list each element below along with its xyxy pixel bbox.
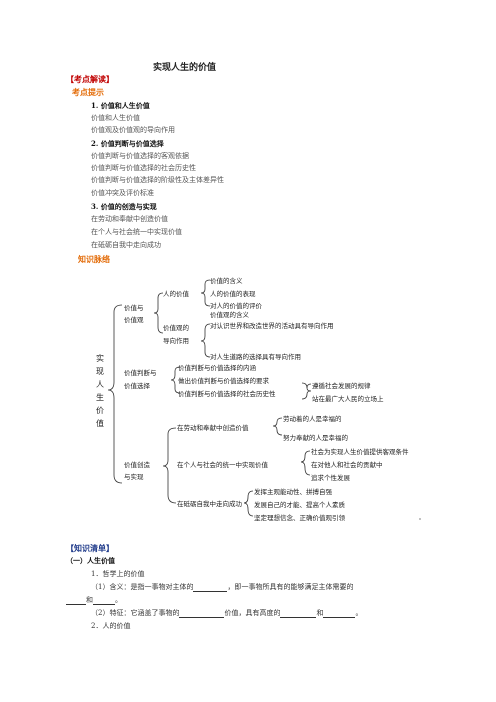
answer-blank[interactable] <box>179 609 225 618</box>
question-text: 价值，具有高度的 <box>224 609 281 617</box>
kaodian-tishi-heading: 考点提示 <box>72 87 104 97</box>
leaf-panduan-2: 做出价值判断与价值选择的要求 <box>178 377 269 385</box>
branch3-label: 价值创造 <box>124 461 150 469</box>
leaf-laodong-xingfu: 劳动着的人是幸福的 <box>283 415 342 423</box>
question-text: 和 <box>86 596 93 604</box>
leaf-jiazhi-hanyi: 价值的含义 <box>210 277 243 285</box>
subsection-rensheng-jiazhi: （一）人生价值 <box>66 556 115 565</box>
list-item-zhexue-jiazhi: 1．哲学上的价值 <box>91 570 145 578</box>
question-line: （2）特征：它涵盖了事物的 价值，具有高度的 和 。 <box>91 608 362 618</box>
answer-blank[interactable] <box>323 609 356 618</box>
leaf-lixiang: 坚定理想信念、正确价值观引领 <box>254 514 345 522</box>
leaf-daoxiang-1: 对认识世界和改造世界的活动具有导向作用 <box>210 322 334 330</box>
leaf-panduan-3: 价值判断与价值选择的社会历史性 <box>178 390 276 398</box>
point1-heading: 1. 价值和人生价值 <box>91 101 150 110</box>
question-text: 和 <box>316 609 324 617</box>
leaf-fengxian-xingfu: 努力奉献的人是幸福的 <box>283 434 348 442</box>
node-laodong-fengxian: 在劳动和奉献中创造价值 <box>177 424 249 432</box>
answer-blank[interactable] <box>280 609 317 618</box>
leaf-pingjia: 对人的价值的评价 <box>210 302 262 310</box>
leaf-zhiguan: 发挥主观能动性、拼搏自强 <box>254 488 332 496</box>
leaf-jiazhiguan-hanyi: 价值观的含义 <box>210 311 249 319</box>
node-rensheng-jiazhi: 人的价值 <box>163 290 189 298</box>
point3-item: 在个人与社会统一中实现价值 <box>91 228 182 236</box>
zhishi-mailuo-heading: 知识脉络 <box>78 254 110 264</box>
leaf-keguan-tiaojian: 社会为实现人生价值提供客观条件 <box>311 448 409 456</box>
node-geren-shehui: 在个人与社会的统一中实现价值 <box>177 461 268 469</box>
branch1-label: 价值与 <box>124 304 144 312</box>
question-text: （1）含义：是指一事物对主体的 <box>91 583 194 591</box>
node-daoxiang: 导向作用 <box>163 337 189 345</box>
section-zhishi-qingdan: 【知识清单】 <box>66 543 114 553</box>
answer-blank[interactable] <box>66 596 86 605</box>
page-title: 实现人生的价值 <box>153 63 217 73</box>
answer-blank[interactable] <box>193 583 228 592</box>
question-text: ，即一事物所具有的能够满足主体需要的 <box>227 583 354 591</box>
leaf-biaoxian: 人的价值的表现 <box>210 290 256 298</box>
point2-item: 价值冲突及评价标准 <box>91 189 154 197</box>
point2-item: 价值判断与价值选择的社会历史性 <box>91 164 196 172</box>
leaf-lichang: 站在最广大人民的立场上 <box>312 395 384 403</box>
question-text: 。 <box>115 596 122 604</box>
point3-heading: 3. 价值的创造与实现 <box>91 202 157 211</box>
point3-item: 在劳动和奉献中创造价值 <box>91 215 168 223</box>
section-kaodian-jiedu: 【考点解读】 <box>66 74 114 84</box>
branch2-label: 价值判断与 <box>124 369 157 377</box>
node-daoxiang: 价值观的 <box>163 324 189 332</box>
branch3-label: 与实现 <box>124 473 144 481</box>
leaf-zunxun: 遵循社会发展的规律 <box>312 382 371 390</box>
point2-item: 价值判断与价值选择的阶级性及主体差异性 <box>91 176 224 184</box>
list-item-ren-jiazhi: 2．人的价值 <box>91 622 131 630</box>
node-dili-ziwo: 在砥砺自我中走向成功 <box>177 500 242 508</box>
mindmap-root: 实现人生价值 <box>96 354 104 428</box>
question-text: 。 <box>355 609 363 617</box>
leaf-daoxiang-2: 对人生道路的选择具有导向作用 <box>210 353 301 361</box>
leaf-gexing: 追求个性发展 <box>311 474 350 482</box>
point2-item: 价值判断与价值选择的客观依据 <box>91 152 189 160</box>
point1-item: 价值观及价值观的导向作用 <box>91 126 175 134</box>
question-line: （1）含义：是指一事物对主体的 ，即一事物所具有的能够满足主体需要的 <box>91 582 353 592</box>
branch2-label: 价值选择 <box>124 382 150 390</box>
answer-blank[interactable] <box>93 596 115 605</box>
point3-item: 在砥砺自我中走向成功 <box>91 241 161 249</box>
leaf-panduan-1: 价值判断与价值选择的内涵 <box>178 364 256 372</box>
point1-item: 价值和人生价值 <box>91 114 140 122</box>
branch1-label: 价值观 <box>124 316 144 324</box>
leaf-gongxian: 在对他人和社会的贡献中 <box>311 461 383 469</box>
question-line: 和。 <box>66 595 122 605</box>
point2-heading: 2. 价值判断与价值选择 <box>91 139 164 148</box>
leaf-caineng: 发展自己的才能、提高个人素质 <box>254 501 345 509</box>
question-text: （2）特征：它涵盖了事物的 <box>91 609 180 617</box>
